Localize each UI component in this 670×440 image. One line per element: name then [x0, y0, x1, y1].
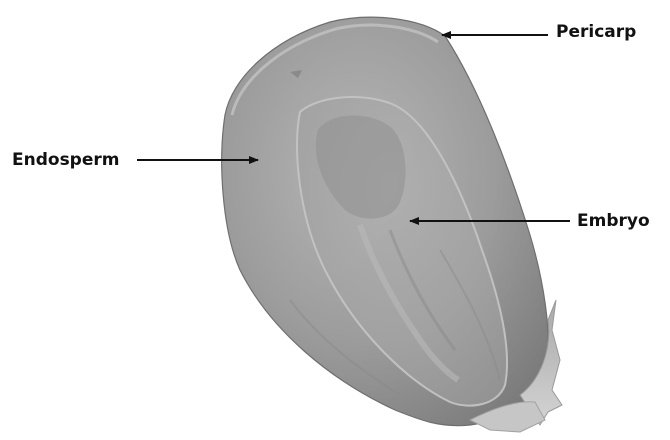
pericarp-label: Pericarp	[556, 22, 636, 42]
embryo-label: Embryo	[577, 211, 650, 231]
endosperm-label: Endosperm	[12, 150, 119, 170]
